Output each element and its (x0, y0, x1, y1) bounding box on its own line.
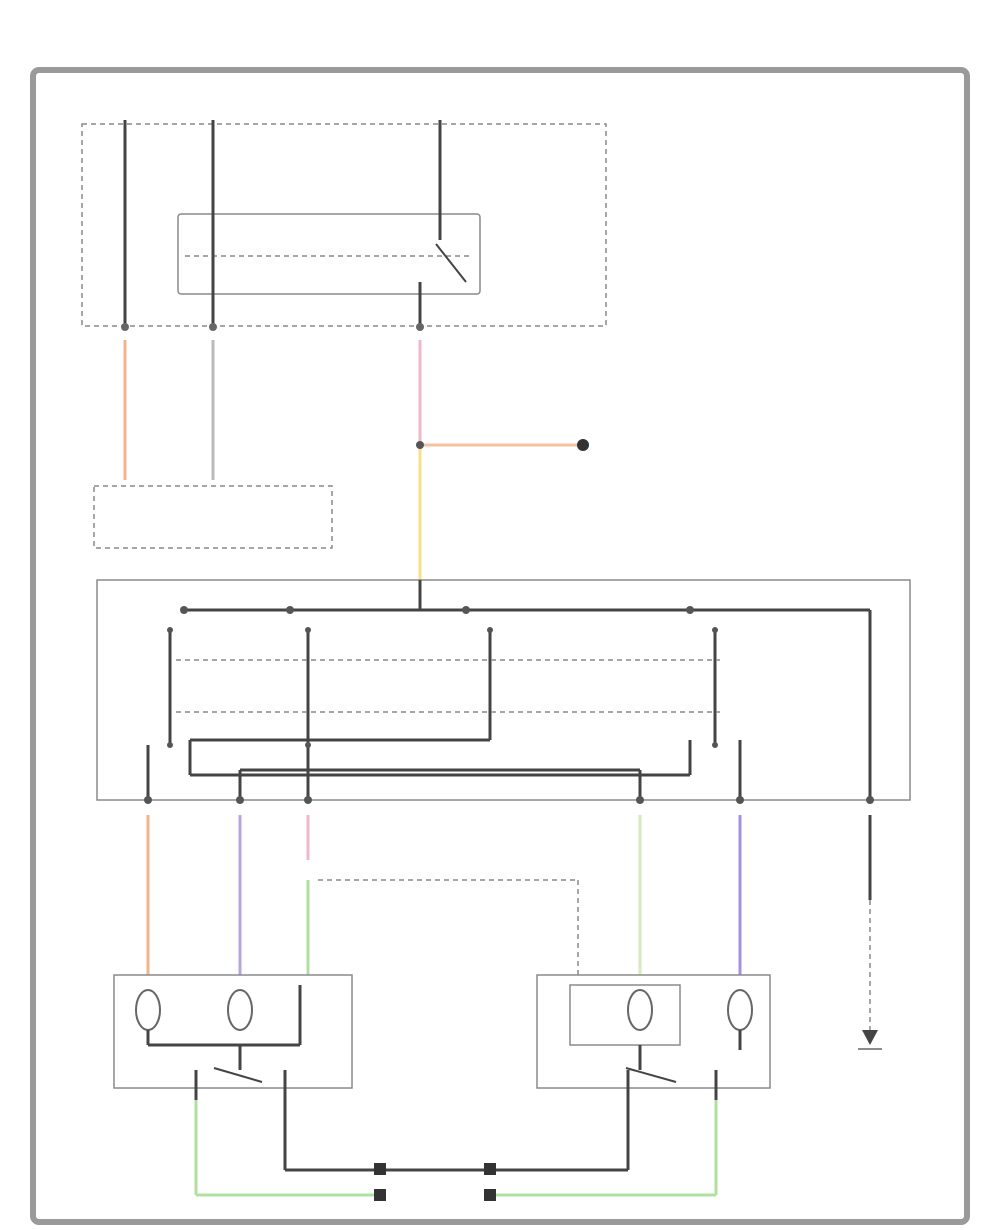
power-feeds (123, 120, 442, 326)
fuse-block (81, 123, 607, 327)
relay-contact (435, 243, 467, 283)
mirror-switch (96, 579, 911, 801)
mirror-motor-assembly-1 (113, 974, 353, 1100)
splice-2 (484, 1163, 496, 1175)
ground-wiring (194, 1100, 718, 1201)
upper-colored-wires (123, 340, 589, 580)
motor-1a (135, 989, 161, 1031)
mirror-motor-assembly-2 (536, 974, 771, 1100)
switch-contact-1 (213, 1067, 263, 1083)
splice-3 (374, 1189, 386, 1201)
diagram-frame (30, 67, 970, 1225)
switch-contact-2 (625, 1067, 677, 1083)
fuse-block-connectors (121, 323, 424, 331)
motor-1b (227, 989, 253, 1031)
splice-1 (374, 1163, 386, 1175)
lower-colored-wires (144, 796, 874, 1030)
splice-4 (484, 1189, 496, 1201)
motor-2a (627, 989, 653, 1031)
left-module (93, 485, 333, 549)
motor-2b (727, 989, 753, 1031)
ground-symbol (858, 1030, 882, 1050)
